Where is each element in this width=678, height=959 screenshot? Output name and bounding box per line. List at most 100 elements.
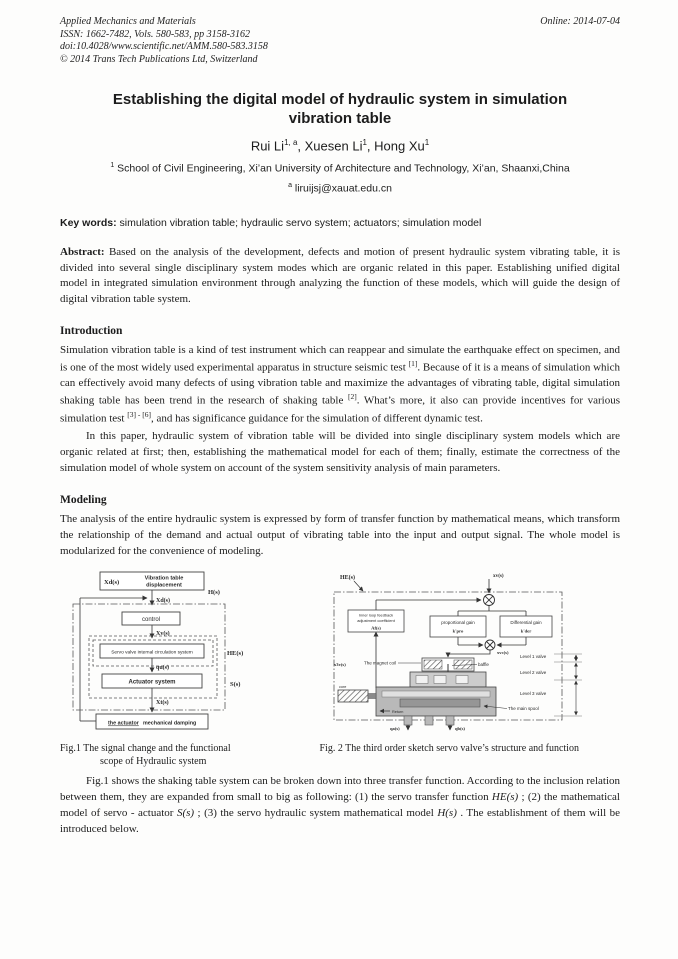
fig1-qu-signal: qu(s) xyxy=(156,664,169,671)
email-line: a liruijsj@xauat.edu.cn xyxy=(60,182,620,195)
fig2-prop-box xyxy=(429,615,487,638)
intro-p1-t0: Simulation vibration table is a kind of … xyxy=(60,343,620,374)
author-1-sup: 1, a xyxy=(284,137,298,147)
doi-line: doi:10.4028/www.scientific.net/AMM.580-5… xyxy=(60,41,268,52)
fig2-level1-label: Level 1 valve xyxy=(520,654,547,659)
author-1: Rui Li xyxy=(250,137,285,153)
fig2-core-rod xyxy=(367,693,377,699)
fig2-sum-junctions xyxy=(483,594,496,651)
fig1-flowchart: Xd(s) Vibration table displacement H(s) … xyxy=(72,571,243,730)
fig2-level2-label: Level 2 valve xyxy=(520,670,547,675)
mod-p2-t3: . The establishment of them will be intr… xyxy=(60,806,621,835)
affiliation-sup: 1 xyxy=(110,161,115,169)
fig2-core-label: core xyxy=(339,685,346,689)
email-text: liruijsj@xauat.edu.cn xyxy=(291,182,392,195)
fig2-baffle-label: baffle xyxy=(478,662,489,667)
ref-1: [1] xyxy=(408,358,418,368)
intro-p1-t3: , and has significance guidance for the … xyxy=(150,412,483,425)
keywords-text: simulation vibration table; hydraulic se… xyxy=(116,216,482,229)
affiliation-text: School of Civil Engineering, Xi’an Unive… xyxy=(114,162,570,175)
author-2-sup: 1 xyxy=(362,137,367,147)
ref-3-6: [3] - [6] xyxy=(127,409,151,419)
author-2: , Xuesen Li xyxy=(297,137,363,153)
fig1-he-label: HE(s) xyxy=(227,650,243,657)
introduction-para1: Simulation vibration table is a kind of … xyxy=(60,343,620,428)
fig1-actuator-box xyxy=(101,673,203,689)
math-s: S(s) xyxy=(176,806,195,819)
fig2-port-2 xyxy=(424,715,434,726)
author-3: , Hong Xu xyxy=(366,137,425,153)
fig2-main-spool-rect xyxy=(399,698,481,708)
fig1-input-title2: displacement xyxy=(146,582,182,588)
mod-p2-t1: ; (2) the mathematical model of servo - … xyxy=(60,790,620,819)
modeling-heading: Modeling xyxy=(60,494,107,507)
fig2-main-spool-label: The main spool xyxy=(508,706,539,711)
fig1-h-scope xyxy=(72,603,226,711)
modeling-para1: The analysis of the entire hydraulic sys… xyxy=(60,513,620,558)
fig2-valve-core xyxy=(337,689,369,703)
fig1-scope-rects xyxy=(72,603,226,711)
intro-p1-t1: . Because of it is a means of simulation… xyxy=(60,361,620,407)
authors-line: Rui Li1, a, Xuesen Li1, Hong Xu1 xyxy=(60,138,620,153)
issn-line: ISSN: 1662-7482, Vols. 580-583, pp 3158-… xyxy=(60,28,250,40)
mod-p2-t2: ; (3) the servo hydraulic system mathema… xyxy=(194,806,438,819)
fig2-level2-slot-3 xyxy=(455,675,469,684)
fig2-flow-arrows xyxy=(405,724,453,731)
mod-p2-t0: Fig.1 shows the shaking table system can… xyxy=(60,774,620,803)
ref-2: [2] xyxy=(347,392,357,402)
fig2-xv-label: xv(s) xyxy=(493,572,504,579)
fig2-port-1 xyxy=(403,715,413,726)
fig2-af-label: Af(s) xyxy=(371,625,381,630)
fig1-caption: Fig.1 The signal change and the function… xyxy=(60,742,289,768)
fig2-qa-label: qa(s) xyxy=(390,726,400,731)
fig1-xt-signal: Xt(s) xyxy=(156,699,169,706)
journal-header: Applied Mechanics and Materials ISSN: 16… xyxy=(60,16,620,66)
introduction-heading: Introduction xyxy=(60,324,123,337)
fig1-boxes xyxy=(95,571,209,730)
fig2-signal-lines xyxy=(373,578,527,688)
abstract: Abstract: Based on the analysis of the d… xyxy=(60,245,620,308)
fig1-s-label: S(s) xyxy=(230,681,240,688)
fig1-xv-signal: Xv(s) xyxy=(156,630,170,637)
introduction-para2: In this paper, hydraulic system of vibra… xyxy=(60,430,620,475)
abstract-label: Abstract: xyxy=(60,245,105,258)
fig2-level3-label: Level 3 valve xyxy=(520,691,547,696)
fig1-damping-box xyxy=(95,713,209,730)
fig2-he-label: HE(s) xyxy=(340,574,355,581)
fig2-feedback-line2: adjustment coefficient xyxy=(357,618,395,623)
fig2-block-boxes xyxy=(347,609,553,638)
email-sup: a xyxy=(288,182,292,190)
fig1-servo-box xyxy=(99,643,205,659)
author-3-sup: 1 xyxy=(424,137,430,147)
fig2-feedback-line1: Inner loop feedback xyxy=(359,612,393,617)
fig2-main-channel xyxy=(381,690,491,698)
paper-title: Establishing the digital model of hydrau… xyxy=(112,91,568,127)
math-he: HE(s) xyxy=(491,790,519,803)
fig1-servo-label: Servo valve internal circulation system xyxy=(111,649,193,655)
fig2-servo-valve: HE(s) xv(s) xyxy=(333,572,582,731)
fig1-input-title1: Vibration table xyxy=(145,575,184,581)
fig2-magnet-coil-right xyxy=(453,659,473,670)
fig2-main-spool-leader xyxy=(483,704,508,709)
fig2-diff-box xyxy=(499,615,553,638)
abstract-text: Based on the analysis of the development… xyxy=(60,245,620,305)
fig2-level2-slot-2 xyxy=(433,675,447,684)
fig2-he-pointer xyxy=(353,580,364,592)
fig2-kpro-label: k'pro xyxy=(453,628,464,633)
journal-info: Applied Mechanics and Materials ISSN: 16… xyxy=(60,16,268,66)
journal-name: Applied Mechanics and Materials xyxy=(60,16,196,27)
figure-1: Xd(s) Vibration table displacement H(s) … xyxy=(60,568,312,739)
fig2-return-label: Return xyxy=(392,710,403,714)
keywords: Key words: simulation vibration table; h… xyxy=(60,217,620,229)
fig2-kder-label: k'der xyxy=(521,628,531,633)
fig1-h-label: H(s) xyxy=(208,589,220,596)
fig1-damping-label-2: mechanical damping xyxy=(143,720,196,726)
affiliation: 1 School of Civil Engineering, Xi’an Uni… xyxy=(60,162,620,175)
captions-row: Fig.1 The signal change and the function… xyxy=(60,742,620,768)
fig2-baffle-leader xyxy=(451,664,478,666)
fig2-feedback-box xyxy=(347,609,405,633)
fig2-dimension-lines xyxy=(554,653,582,717)
keywords-label: Key words: xyxy=(60,216,117,229)
fig1-he-scope xyxy=(92,639,214,667)
